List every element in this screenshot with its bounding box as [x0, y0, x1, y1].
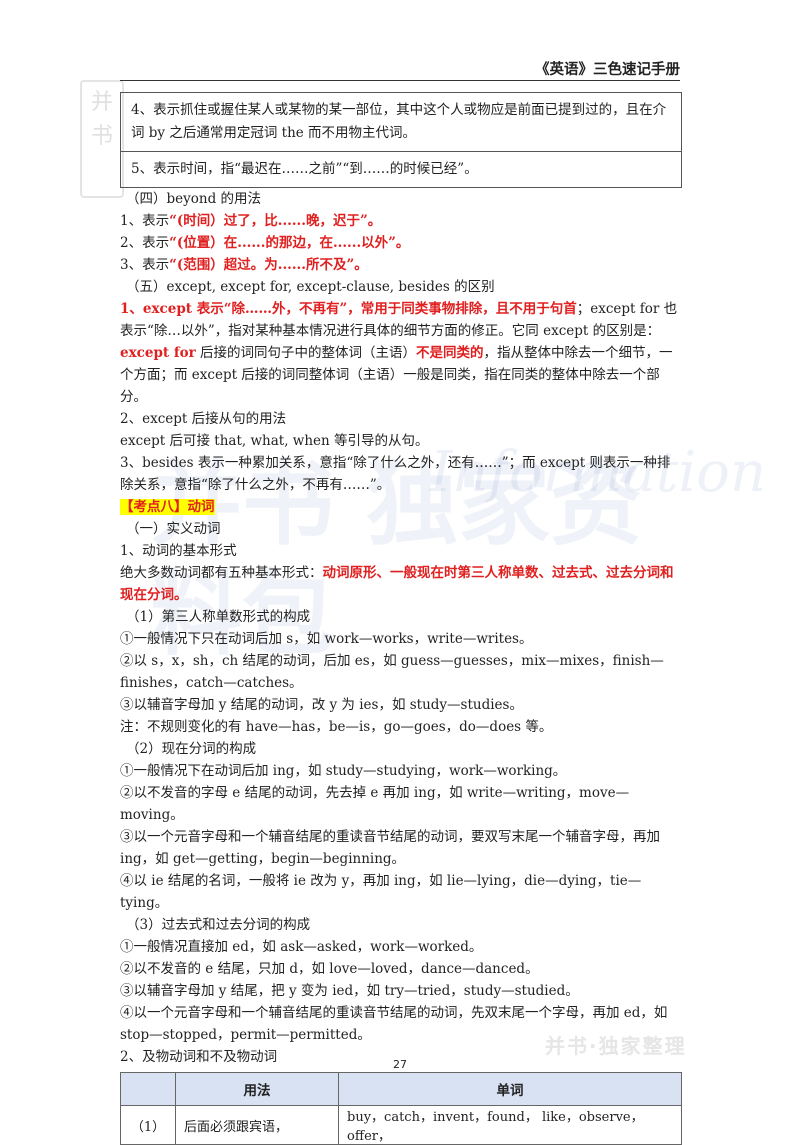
verbs-basic-lead: 绝大多数动词都有五种基本形式： — [120, 565, 323, 581]
table-cell-words: buy，catch，invent，found， like，observe，off… — [338, 1105, 682, 1145]
page-header: 《英语》三色速记手册 — [120, 58, 680, 81]
box-row-5: 5、表示时间，指“最迟在……之前”“到……的时候已经”。 — [120, 151, 682, 188]
verbs-sub-1: （一）实义动词 — [126, 521, 221, 537]
s1-item-1: ①一般情况下只在动词后加 s，如 work—works，write—writes… — [120, 631, 533, 647]
verb-table: 用法 单词 （1） 后面必须跟宾语， buy，catch，invent，foun… — [120, 1072, 682, 1145]
except-p1-mid: 后接的词同句子中的整体词（主语） — [195, 345, 417, 361]
except-p1-rest: ；except for 也表示“除…以外”，指对某种基本情况进行具体的细节方面的… — [120, 301, 678, 339]
s2-item-3: ③以一个元音字母和一个辅音结尾的重读音节结尾的动词，要双写末尾一个辅音字母，再加… — [120, 829, 660, 867]
verbs-basic-title: 1、动词的基本形式 — [120, 543, 237, 559]
page-number: 27 — [393, 1058, 407, 1071]
watermark-center: 并书 独家资料包 — [150, 451, 643, 668]
except-p1-red: 1、except 表示“除……外，不再有”，常用于同类事物排除，且不用于句首 — [120, 301, 577, 317]
s3-item-1: ①一般情况直接加 ed，如 ask—asked，work—worked。 — [120, 939, 483, 955]
except-para-3: 3、besides 表示一种累加关系，意指“除了什么之外，还有……”；而 exc… — [120, 455, 671, 493]
verbs-heading: 【考点八】动词 — [120, 499, 215, 515]
s1-item-3: ③以辅音字母加 y 结尾的动词，改 y 为 ies，如 study—studie… — [120, 697, 523, 713]
s3-item-4: ④以一个元音字母和一个辅音结尾的重读音节结尾的动词，先双末尾一个字母，再加 ed… — [120, 1005, 668, 1043]
s2-item-1: ①一般情况下在动词后加 ing，如 study—studying，work—wo… — [120, 763, 567, 779]
except-para-1: 1、except 表示“除……外，不再有”，常用于同类事物排除，且不用于句首；e… — [120, 298, 682, 408]
table-header-num — [120, 1072, 176, 1106]
except-title: （五）except, except for, except-clause, be… — [126, 279, 495, 295]
s2-item-4: ④以 ie 结尾的名词，一般将 ie 改为 y，再加 ing，如 lie—lyi… — [120, 873, 642, 911]
page-content: 4、表示抓住或握住某人或某物的某一部位，其中这个人或物应是前面已提到过的，且在介… — [120, 92, 682, 1145]
except-p1-red2: except for — [120, 345, 196, 361]
s2-item-2: ②以不发音的字母 e 结尾的动词，先去掉 e 再加 ing，如 write—wr… — [120, 785, 630, 823]
beyond-line-3-red: “(范围）超过。为......所不及”。 — [169, 257, 368, 273]
beyond-line-2: 2、表示“(位置）在......的那边，在......以外”。 — [120, 232, 682, 254]
beyond-line-3: 3、表示“(范围）超过。为......所不及”。 — [120, 254, 682, 276]
except-p1-end: ，指从整体中除去一个细节，一个方面；而 except 后接的词同整体词（主语）一… — [120, 345, 673, 405]
verbs-basic: 绝大多数动词都有五种基本形式：动词原形、一般现在时第三人称单数、过去式、过去分词… — [120, 562, 682, 606]
s3-item-2: ②以不发音的 e 结尾，只加 d，如 love—loved，dance—danc… — [120, 961, 539, 977]
table-header-words: 单词 — [338, 1072, 682, 1106]
beyond-line-1: 1、表示“(时间）过了，比......晚，迟于”。 — [120, 210, 682, 232]
table-cell-num: （1） — [120, 1105, 176, 1145]
except-p1-red3: 不是同类的 — [416, 345, 484, 361]
watermark-script: Information — [430, 440, 767, 505]
s1-note: 注：不规则变化的有 have—has，be—is，go—goes，do—does… — [120, 719, 553, 735]
table-header-usage: 用法 — [175, 1072, 339, 1106]
s1-item-2: ②以 s，x，sh，ch 结尾的动词，后加 es，如 guess—guesses… — [120, 653, 664, 691]
verbs-basic-red: 动词原形、一般现在时第三人称单数、过去式、过去分词和现在分词。 — [120, 565, 674, 603]
s2-title: （2）现在分词的构成 — [126, 741, 257, 757]
trans-title: 2、及物动词和不及物动词 — [120, 1049, 278, 1065]
header-title: 《英语》三色速记手册 — [535, 62, 680, 78]
s1-title: （1）第三人称单数形式的构成 — [126, 609, 311, 625]
except-para-2-body: except 后可接 that, what, when 等引导的从句。 — [120, 433, 429, 449]
box-row-4: 4、表示抓住或握住某人或某物的某一部位，其中这个人或物应是前面已提到过的，且在介… — [120, 92, 682, 152]
beyond-line-3-lead: 3、表示 — [120, 257, 170, 273]
beyond-title: （四）beyond 的用法 — [126, 191, 262, 207]
section-heading: 【考点八】动词 — [120, 496, 682, 518]
beyond-line-1-lead: 1、表示 — [120, 213, 170, 229]
beyond-line-1-red: “(时间）过了，比......晚，迟于”。 — [169, 213, 382, 229]
watermark-bottom: 并书·独家整理 — [545, 1034, 687, 1058]
s3-item-3: ③以辅音字母加 y 结尾，把 y 变为 ied，如 try—tried，stud… — [120, 983, 579, 999]
s3-title: （3）过去式和过去分词的构成 — [126, 917, 311, 933]
by-usage-box: 4、表示抓住或握住某人或某物的某一部位，其中这个人或物应是前面已提到过的，且在介… — [120, 92, 682, 188]
beyond-line-2-lead: 2、表示 — [120, 235, 170, 251]
watermark-logo-left: 并书 — [80, 80, 124, 198]
table-row: （1） 后面必须跟宾语， buy，catch，invent，found， lik… — [120, 1105, 682, 1145]
beyond-line-2-red: “(位置）在......的那边，在......以外”。 — [169, 235, 410, 251]
table-cell-usage: 后面必须跟宾语， — [175, 1105, 339, 1145]
except-para-2-title: 2、except 后接从句的用法 — [120, 411, 287, 427]
